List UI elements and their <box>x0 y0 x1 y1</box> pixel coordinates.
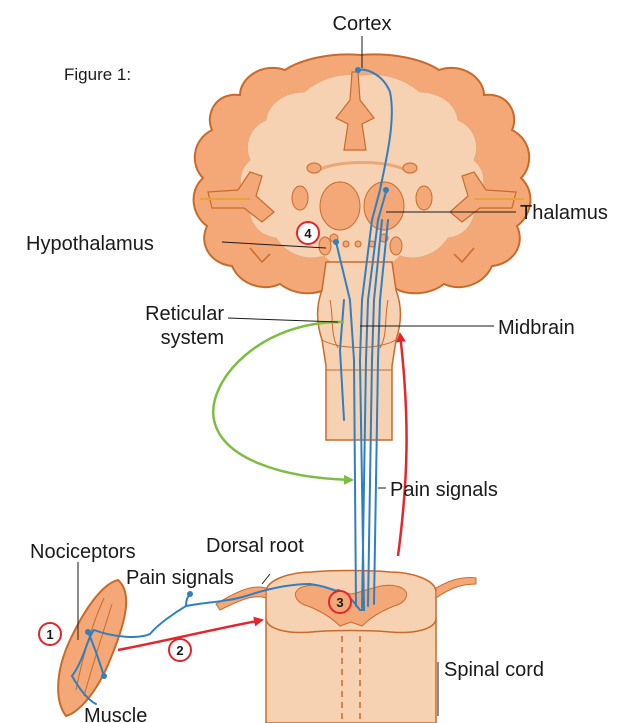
spinal-cord-column <box>266 618 436 723</box>
figure-label: Figure 1: <box>64 65 131 84</box>
hypothalamus-label: Hypothalamus <box>26 233 154 255</box>
step-number-4: 4 <box>304 226 312 241</box>
muscle-label: Muscle <box>84 705 147 723</box>
hypothalamus-region <box>319 237 331 255</box>
step-marker-4: 4 <box>297 222 319 244</box>
dorsal-root <box>216 587 266 610</box>
muscle-body <box>58 580 126 716</box>
step-marker-2: 2 <box>169 639 191 661</box>
muscle <box>58 580 126 716</box>
pain-signals-nerve-label: Pain signals <box>126 567 234 589</box>
nociceptors-label: Nociceptors <box>30 541 136 563</box>
step-marker-1: 1 <box>39 623 61 645</box>
step-marker-3: 3 <box>329 591 351 613</box>
thalamus-left <box>320 182 360 230</box>
step-number-1: 1 <box>46 627 53 642</box>
pain-signals-cord-label: Pain signals <box>390 479 498 501</box>
dorsal-root-label: Dorsal root <box>206 535 304 557</box>
ventral-root <box>436 577 476 598</box>
thalamus-label: Thalamus <box>520 202 608 224</box>
brainstem <box>318 262 401 440</box>
midbrain-stem <box>318 262 401 440</box>
step-number-2: 2 <box>176 643 183 658</box>
step-number-3: 3 <box>336 595 343 610</box>
red-arrow-cord <box>398 334 407 556</box>
spinal-cord-label: Spinal cord <box>444 659 544 681</box>
cortex-label: Cortex <box>333 13 392 35</box>
reticular-label-line2: system <box>161 327 224 349</box>
midbrain-label: Midbrain <box>498 317 575 339</box>
reticular-label-line1: Reticular <box>145 303 224 325</box>
